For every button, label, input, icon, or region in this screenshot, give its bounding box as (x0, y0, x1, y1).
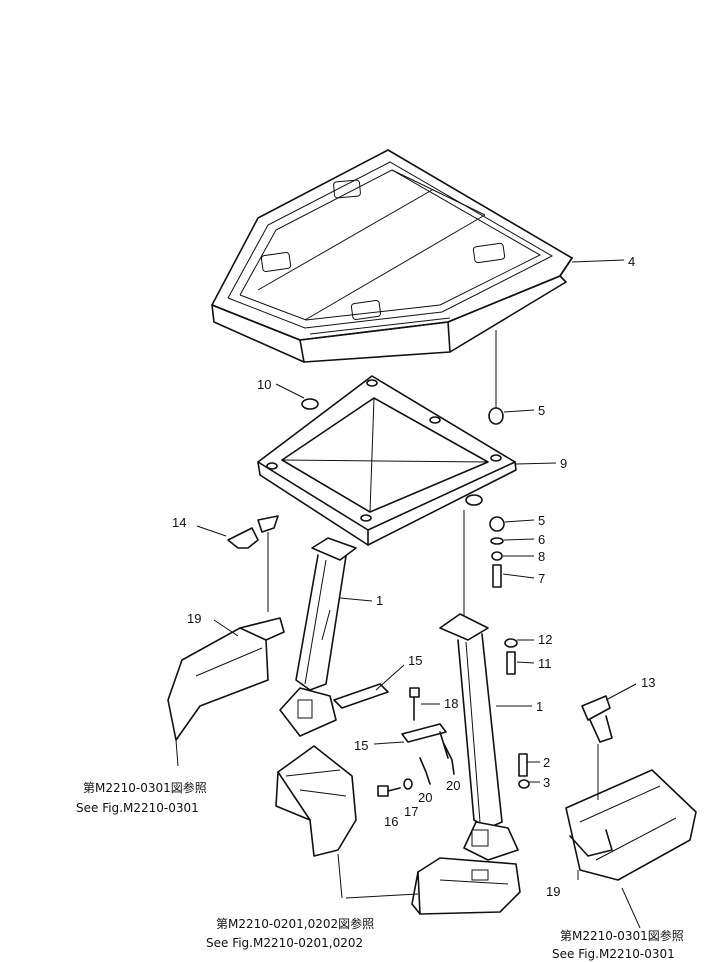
label-part-10: 10 (257, 377, 271, 392)
leader-lines (196, 259, 641, 929)
bracket-13 (581, 695, 613, 800)
ref-right-jp: 第M2210-0301図参照 (560, 928, 684, 943)
pillar-right (439, 510, 519, 861)
label-part-2: 2 (543, 755, 550, 770)
label-part-18: 18 (444, 696, 458, 711)
ref-left-en: See Fig.M2210-0301 (76, 801, 199, 815)
label-part-9: 9 (560, 456, 567, 471)
label-part-19: 19 (187, 611, 201, 626)
part-labels: 4 10 5 9 14 5 6 8 7 1 19 12 15 11 13 18 … (172, 254, 655, 899)
ref-left-jp: 第M2210-0301図参照 (83, 780, 207, 795)
clip-19-right (569, 829, 613, 857)
label-part-15: 15 (354, 738, 368, 753)
bolt-11 (504, 638, 518, 675)
label-part-7: 7 (538, 571, 545, 586)
label-part-4: 4 (628, 254, 635, 269)
label-part-1: 1 (536, 699, 543, 714)
bracket-14 (227, 515, 279, 612)
label-part-19: 19 (546, 884, 560, 899)
label-part-17: 17 (404, 804, 418, 819)
bolt-16 (377, 778, 413, 797)
label-part-15: 15 (408, 653, 422, 668)
label-part-20: 20 (418, 790, 432, 805)
cover-right (565, 769, 697, 881)
canopy-roof (211, 149, 573, 363)
cover-left (167, 617, 285, 767)
ref-center-jp: 第M2210-0201,0202図参照 (216, 916, 374, 931)
canopy-frame (257, 375, 517, 546)
label-part-12: 12 (538, 632, 552, 647)
clip-20 (419, 743, 455, 785)
hardware-stack (488, 330, 505, 588)
label-part-1: 1 (376, 593, 383, 608)
base-bracket-left (275, 745, 357, 857)
ref-right-en: See Fig.M2210-0301 (552, 947, 675, 961)
label-part-16: 16 (384, 814, 398, 829)
label-part-11: 11 (538, 656, 552, 671)
bolt-18 (409, 687, 420, 721)
label-part-6: 6 (538, 532, 545, 547)
label-part-8: 8 (538, 549, 545, 564)
label-part-3: 3 (543, 775, 550, 790)
label-part-20: 20 (446, 778, 460, 793)
label-part-13: 13 (641, 675, 655, 690)
plate-15-lower (401, 723, 449, 759)
label-part-5: 5 (538, 403, 545, 418)
base-block (411, 857, 521, 915)
ref-center-en: See Fig.M2210-0201,0202 (206, 936, 363, 950)
reference-notes: 第M2210-0301図参照 See Fig.M2210-0301 第M2210… (76, 780, 684, 961)
plate-15-upper (333, 683, 389, 709)
pillar-left (279, 537, 357, 737)
label-part-5: 5 (538, 513, 545, 528)
label-part-14: 14 (172, 515, 186, 530)
bolt-2 (518, 753, 530, 789)
